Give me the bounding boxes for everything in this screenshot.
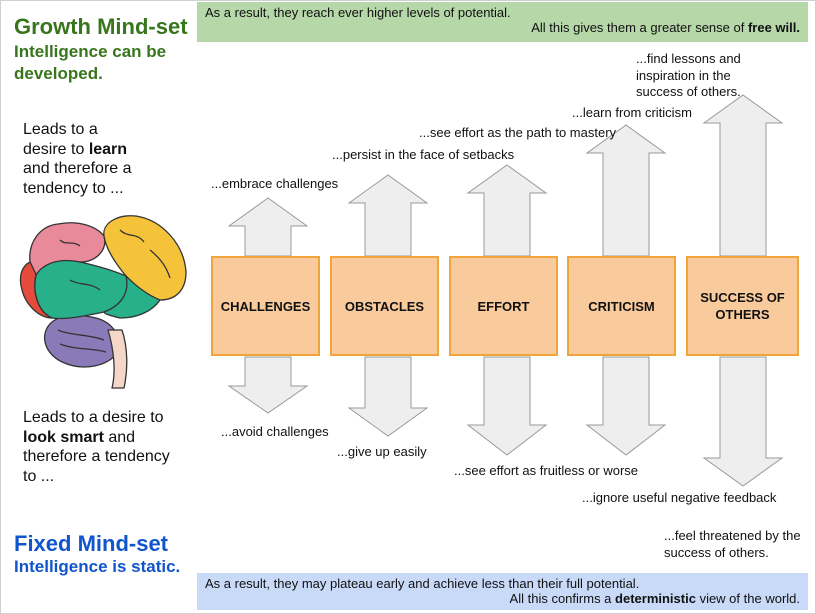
free-will-bold: free will. <box>747 20 800 35</box>
fixed-desc-look-smart: look smart <box>23 428 104 446</box>
arrow-up-criticism <box>585 124 667 257</box>
growth-subtitle-line-2: developed. <box>14 64 103 83</box>
arrow-down-effort <box>466 356 548 456</box>
growth-desc-line-1: Leads to a <box>23 121 98 138</box>
fixed-label-challenges: ...avoid challenges <box>221 424 329 439</box>
deterministic-prefix: All this confirms a <box>509 591 616 606</box>
fixed-outcome-text: As a result, they may plateau early and … <box>205 576 640 591</box>
growth-mindset-subtitle: Intelligence can be developed. <box>14 41 166 85</box>
growth-subtitle-line-1: Intelligence can be <box>14 42 167 61</box>
growth-free-will-text: All this gives them a greater sense of f… <box>531 20 800 35</box>
growth-label-effort: ...see effort as the path to mastery <box>419 125 617 140</box>
arrow-up-effort <box>466 164 548 257</box>
box-obstacles: OBSTACLES <box>330 256 439 356</box>
growth-label-challenges: ...embrace challenges <box>211 176 339 191</box>
box-challenges: CHALLENGES <box>211 256 320 356</box>
growth-desc-line-3: and therefore a <box>23 160 132 177</box>
growth-desc-line-4: tendency to ... <box>23 179 124 197</box>
arrow-up-success <box>702 94 784 257</box>
arrow-up-obstacles <box>347 174 429 257</box>
growth-outcome-text: As a result, they reach ever higher leve… <box>205 5 511 20</box>
growth-label-criticism: ...learn from criticism <box>572 105 692 120</box>
fixed-desc-line-1: Leads to a desire to <box>23 409 164 426</box>
arrow-down-success <box>702 356 784 487</box>
growth-description: Leads to a desire to learn and therefore… <box>23 120 132 198</box>
brain-icon <box>19 215 187 389</box>
fixed-label-obstacles: ...give up easily <box>337 444 427 459</box>
fixed-label-criticism: ...ignore useful negative feedback <box>582 490 777 505</box>
arrow-up-challenges <box>227 197 309 257</box>
arrow-down-challenges <box>227 356 309 414</box>
growth-mindset-title: Growth Mind-set <box>14 14 188 39</box>
fixed-label-effort: ...see effort as fruitless or worse <box>454 463 638 478</box>
box-success-of-others: SUCCESS OF OTHERS <box>686 256 799 356</box>
box-criticism: CRITICISM <box>567 256 676 356</box>
growth-desc-learn: learn <box>88 140 128 158</box>
free-will-prefix: All this gives them a greater sense of <box>531 20 748 35</box>
fixed-desc-and: and <box>103 428 136 446</box>
fixed-desc-line-4: to ... <box>23 467 55 485</box>
growth-desc-desire: desire to <box>23 140 89 158</box>
fixed-outcome-band: As a result, they may plateau early and … <box>197 573 808 610</box>
fixed-label-success: ...feel threatened by the success of oth… <box>664 528 801 560</box>
fixed-mindset-subtitle: Intelligence is static. <box>14 557 181 576</box>
deterministic-suffix: view of the world. <box>695 591 800 606</box>
growth-outcome-band: As a result, they reach ever higher leve… <box>197 2 808 42</box>
growth-label-obstacles: ...persist in the face of setbacks <box>332 147 515 162</box>
fixed-desc-line-3: therefore a tendency <box>23 448 170 465</box>
arrow-down-obstacles <box>347 356 429 437</box>
fixed-description: Leads to a desire to look smart and ther… <box>23 408 170 486</box>
fixed-mindset-title: Fixed Mind-set <box>14 531 169 556</box>
box-effort: EFFORT <box>449 256 558 356</box>
fixed-deterministic-text: All this confirms a deterministic view o… <box>510 591 800 606</box>
growth-label-success: ...find lessons and inspiration in the s… <box>636 51 741 99</box>
growth-desc-line-2: desire to learn <box>23 140 132 160</box>
deterministic-bold: deterministic <box>615 591 696 606</box>
arrow-down-criticism <box>585 356 667 456</box>
fixed-desc-line-2: look smart and <box>23 428 170 448</box>
